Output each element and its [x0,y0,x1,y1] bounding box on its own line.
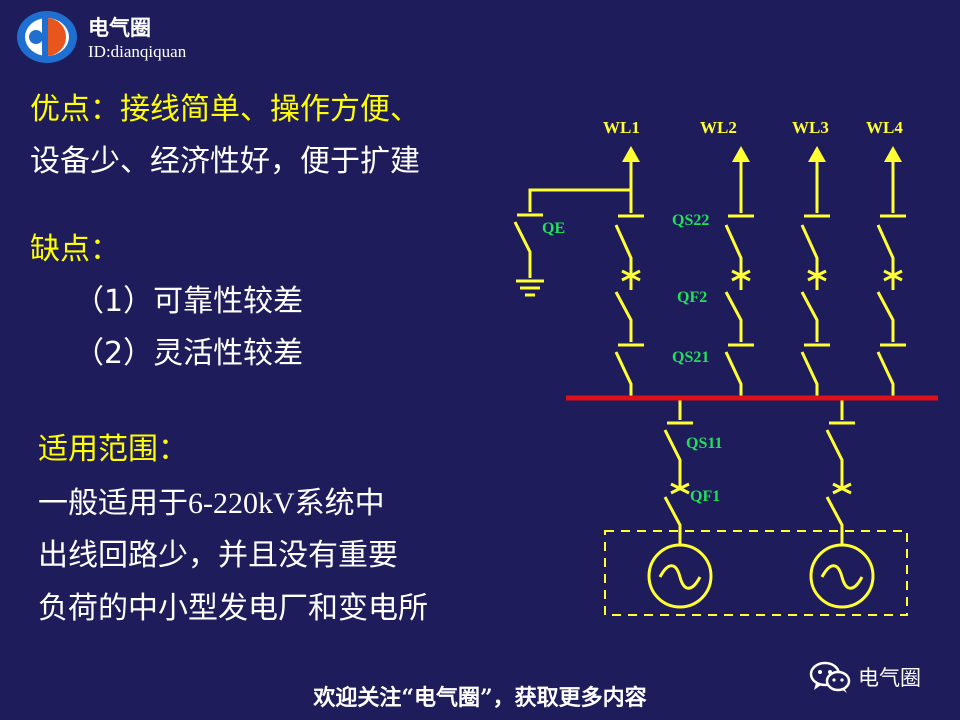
label-wl3: WL3 [792,118,829,137]
label-wl2: WL2 [700,118,737,137]
label-qs11: QS11 [686,435,722,452]
label-qf1: QF1 [690,488,720,505]
dianqiquan-logo-icon [17,11,77,63]
feeder-wl2 [724,162,754,398]
brand-name: 电气圈 [88,16,151,40]
scope-line-1: 一般适用于6-220kV系统中 [38,478,385,522]
advantages-line-2: 设备少、经济性好，便于扩建 [30,144,420,179]
arrow-wl3-icon [808,146,826,162]
label-wl1: WL1 [603,118,640,137]
equipment-lines [513,162,906,609]
advantages-text: 优点：接线简单、操作方便、 [30,92,420,127]
scope-line-1-post: 系统中 [294,486,385,521]
brand-id: ID:dianqiquan [88,42,187,61]
disadvantages-heading: 缺点： [30,232,120,267]
scope-line-3: 负荷的中小型发电厂和变电所 [38,591,428,626]
arrow-wl2-icon [732,146,750,162]
scope-heading: 适用范围： [38,432,188,467]
label-qs21: QS21 [672,349,709,366]
advantages-line-1: 优点：接线简单、操作方便、 [30,84,420,128]
scope-line-1-pre: 一般适用于 [38,486,188,521]
scope-line-2: 出线回路少，并且没有重要 [38,538,398,573]
plant-boundary [604,530,908,616]
source-2 [809,398,875,609]
label-qf2: QF2 [677,289,707,306]
disadvantage-item-1: （1）可靠性较差 [74,284,304,319]
feeder-wl4 [876,162,906,398]
feeder-wl1 [513,162,644,398]
feeder-wl3 [800,162,830,398]
source-1 [647,398,713,609]
arrow-wl4-icon [884,146,902,162]
wechat-icon [809,661,851,693]
label-wl4: WL4 [866,118,903,137]
outgoing-arrows [622,146,902,162]
label-qs22: QS22 [672,212,709,229]
scope-voltage: 6-220kV [188,487,295,520]
disadvantage-item-2: （2）灵活性较差 [74,336,304,371]
wechat-account-name: 电气圈 [858,666,921,690]
arrow-wl1-icon [622,146,640,162]
label-qe: QE [542,220,565,237]
footer-follow-text: 欢迎关注“电气圈”，获取更多内容 [313,685,647,711]
